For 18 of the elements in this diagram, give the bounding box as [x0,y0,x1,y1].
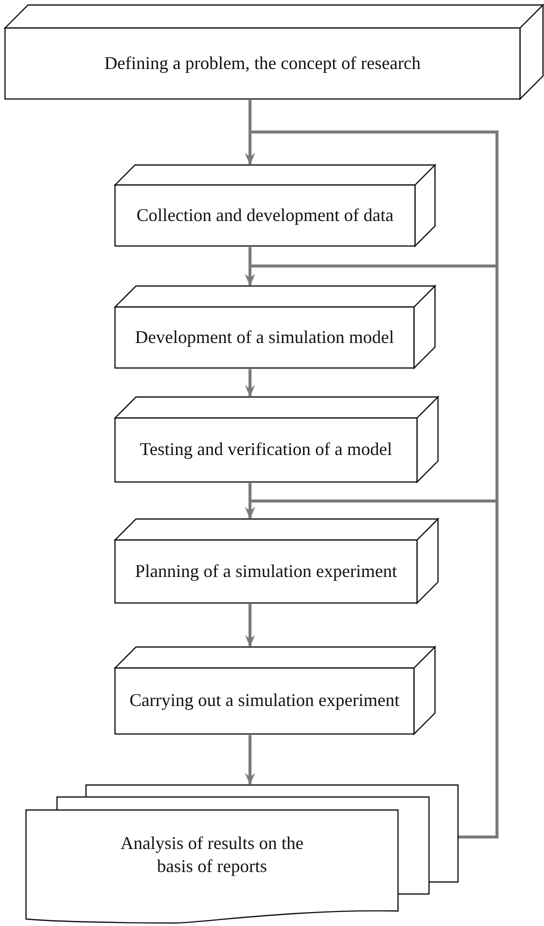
step-label: Analysis of results on the basis of reports [120,832,304,878]
process-box [115,647,435,734]
arrow [245,735,255,785]
step-label: Carrying out a simulation experiment [130,689,400,712]
arrow [245,369,255,397]
process-box [5,5,543,99]
step-label: Collection and development of data [136,204,394,227]
step-label: Development of a simulation model [135,326,394,349]
process-box [115,519,438,603]
arrow [245,604,255,647]
process-box [115,397,438,482]
process-box [115,286,435,368]
step-label: Testing and verification of a model [140,438,392,462]
document-stack [26,785,458,923]
process-box [115,165,435,246]
step-label: Planning of a simulation experiment [135,560,397,583]
step-label: Defining a problem, the concept of research [104,52,421,75]
arrow [245,500,498,838]
